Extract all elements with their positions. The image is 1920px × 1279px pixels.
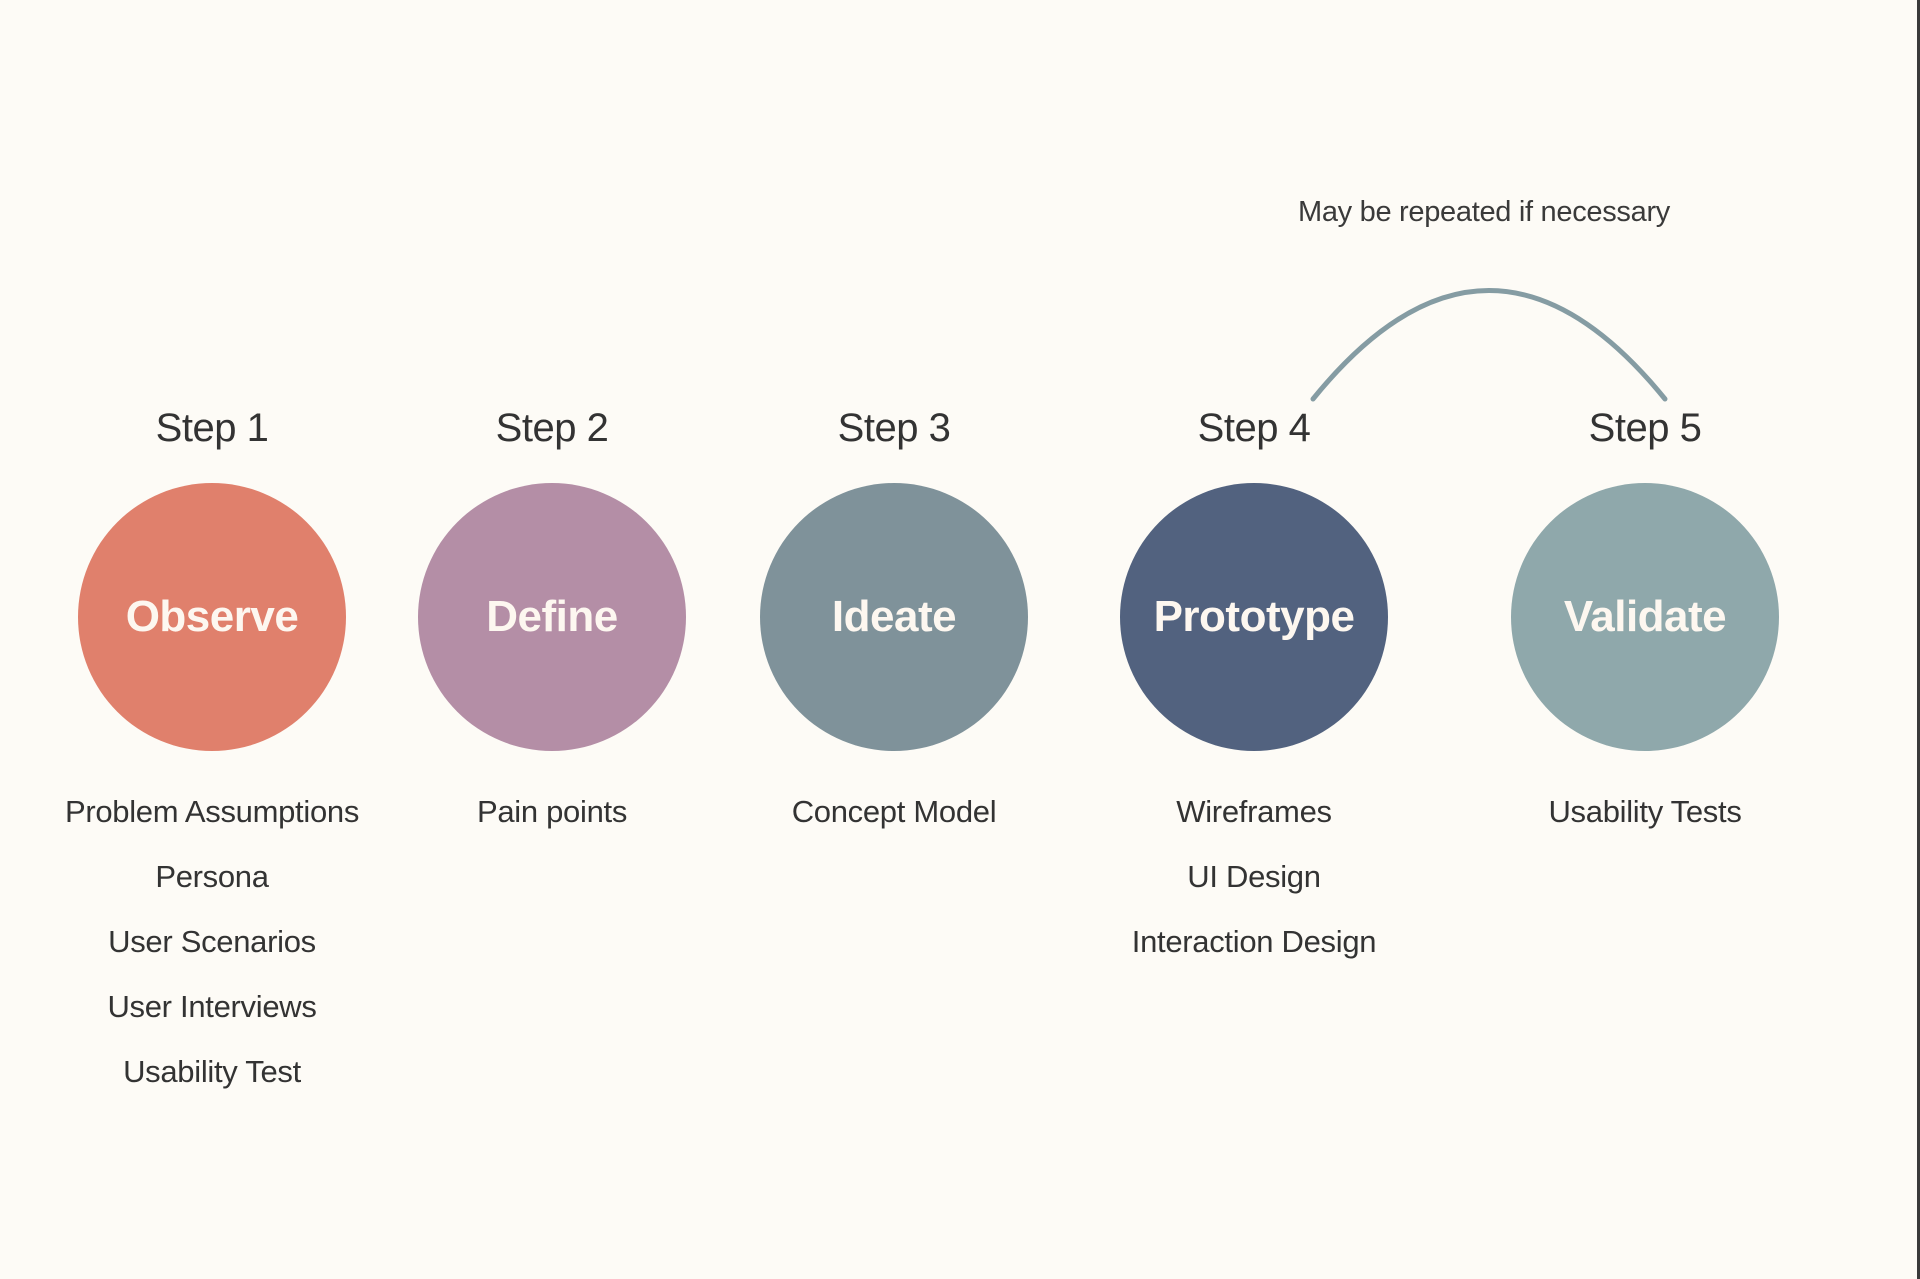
list-item: Pain points — [476, 794, 628, 829]
step-circle-prototype: Prototype — [1120, 483, 1388, 751]
step-circle-validate: Validate — [1511, 483, 1779, 751]
step-items: Concept Model — [714, 790, 1074, 855]
step-items: Pain points — [372, 790, 732, 855]
list-item: Problem Assumptions — [64, 794, 360, 829]
list-item: Usability Test — [123, 1054, 301, 1089]
step-title: Step 2 — [495, 406, 609, 450]
step-circle-ideate: Ideate — [760, 483, 1028, 751]
list-item: Usability Tests — [1548, 794, 1742, 829]
circle-label: Observe — [125, 592, 299, 641]
circle-label: Validate — [1563, 592, 1727, 641]
repeat-note: May be repeated if necessary — [1297, 196, 1671, 228]
list-item: Interaction Design — [1131, 924, 1377, 959]
step-title: Step 5 — [1588, 406, 1702, 450]
list-item: Concept Model — [791, 794, 997, 829]
right-border — [1917, 0, 1920, 1279]
list-item: Persona — [155, 859, 269, 894]
list-item: UI Design — [1187, 859, 1321, 894]
step-circle-define: Define — [418, 483, 686, 751]
step-title: Step 1 — [155, 406, 269, 450]
step-title: Step 3 — [837, 406, 951, 450]
step-circle-observe: Observe — [78, 483, 346, 751]
circle-label: Define — [486, 592, 618, 641]
list-item: User Scenarios — [108, 924, 316, 959]
step-items: Problem Assumptions Persona User Scenari… — [32, 790, 392, 1115]
list-item: User Interviews — [107, 989, 317, 1024]
step-items: Usability Tests — [1465, 790, 1825, 855]
circle-label: Prototype — [1153, 592, 1355, 641]
step-title: Step 4 — [1197, 406, 1311, 450]
step-items: Wireframes UI Design Interaction Design — [1074, 790, 1434, 985]
list-item: Wireframes — [1176, 794, 1332, 829]
circle-label: Ideate — [831, 592, 957, 641]
